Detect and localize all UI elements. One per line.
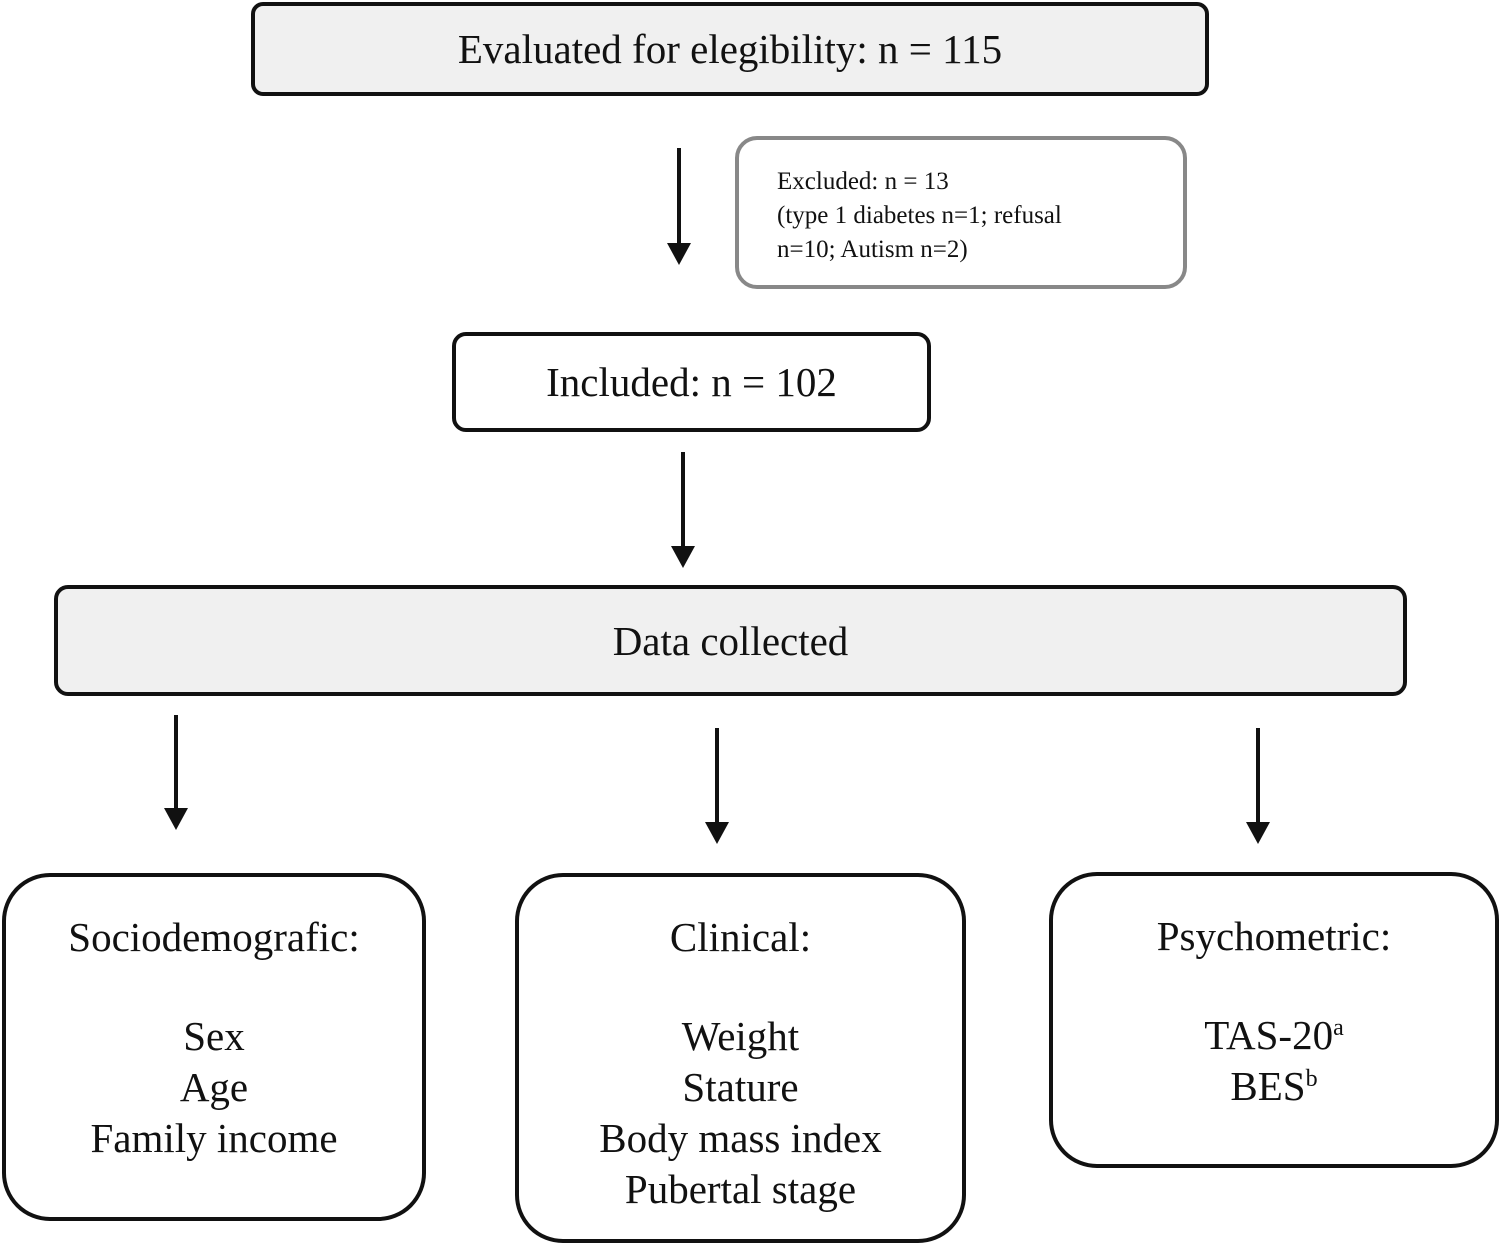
- eligibility-box: Evaluated for elegibility: n = 115: [251, 2, 1209, 96]
- eligibility-label: Evaluated for elegibility: n = 115: [457, 26, 1003, 72]
- data-collected-box: Data collected: [54, 585, 1407, 696]
- footnote-marker: b: [1305, 1066, 1318, 1092]
- item-text: BES: [1230, 1063, 1306, 1109]
- list-item: Stature: [682, 1064, 799, 1110]
- list-item: Pubertal stage: [624, 1166, 857, 1212]
- psychometric-list: TAS-20a BESb: [1204, 1010, 1343, 1112]
- clinical-heading: Clinical:: [669, 914, 812, 960]
- list-item: Sex: [183, 1013, 245, 1059]
- sociodemographic-list: Sex Age Family income: [90, 1011, 337, 1164]
- sociodemographic-box: Sociodemografic: Sex Age Family income: [2, 873, 426, 1221]
- list-item: Body mass index: [599, 1115, 882, 1161]
- list-item: TAS-20a: [1204, 1010, 1343, 1061]
- excluded-box: Excluded: n = 13 (type 1 diabetes n=1; r…: [735, 136, 1187, 289]
- sociodemographic-heading: Sociodemografic:: [68, 914, 360, 960]
- arrow-eval-to-included: [667, 148, 691, 265]
- list-item: Family income: [90, 1115, 338, 1161]
- arrow-included-to-data: [671, 452, 695, 568]
- list-item: Weight: [681, 1013, 800, 1059]
- clinical-box: Clinical: Weight Stature Body mass index…: [515, 873, 966, 1243]
- data-collected-label: Data collected: [612, 617, 849, 664]
- list-item: Age: [179, 1064, 249, 1110]
- excluded-line-2: (type 1 diabetes n=1; refusal: [777, 201, 1062, 229]
- item-text: TAS-20: [1204, 1012, 1334, 1058]
- arrow-data-to-clinical: [705, 728, 729, 844]
- clinical-list: Weight Stature Body mass index Pubertal …: [599, 1011, 881, 1215]
- included-box: Included: n = 102: [452, 332, 931, 432]
- excluded-line-3: n=10; Autism n=2): [777, 235, 968, 263]
- arrow-data-to-sociodemographic: [164, 715, 188, 830]
- psychometric-box: Psychometric: TAS-20a BESb: [1049, 872, 1499, 1168]
- psychometric-heading: Psychometric:: [1156, 913, 1392, 959]
- included-label: Included: n = 102: [546, 359, 837, 405]
- footnote-marker: a: [1333, 1015, 1344, 1041]
- list-item: BESb: [1204, 1061, 1343, 1112]
- excluded-line-1: Excluded: n = 13: [777, 167, 949, 195]
- arrow-data-to-psychometric: [1246, 728, 1270, 844]
